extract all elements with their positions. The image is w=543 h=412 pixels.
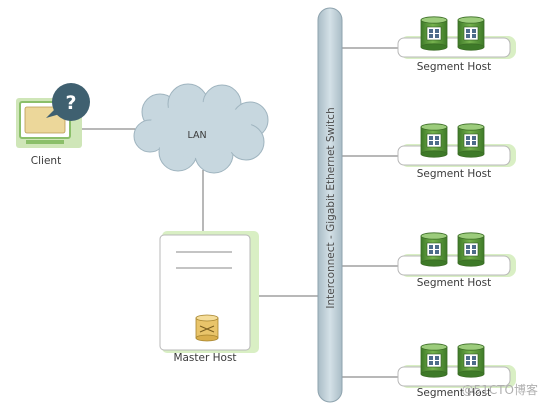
disk-icon	[420, 123, 448, 158]
master-host: Master Host	[159, 231, 259, 364]
svg-text:?: ?	[65, 92, 76, 114]
segment-host: Segment Host	[397, 343, 516, 399]
segment-host: Segment Host	[397, 123, 516, 180]
lan-cloud: LAN	[133, 83, 269, 174]
segment-host: Segment Host	[397, 16, 516, 73]
disk-icon	[420, 232, 448, 267]
disk-icon	[420, 16, 448, 51]
database-icon	[195, 314, 219, 342]
disk-icon	[420, 343, 448, 378]
segment-host-label: Segment Host	[417, 61, 492, 73]
question-bubble-icon: ?	[46, 83, 90, 121]
switch-label: Interconnect - Gigabit Ethernet Switch	[325, 107, 337, 308]
disk-icon	[457, 343, 485, 378]
segment-host-label: Segment Host	[417, 168, 492, 180]
lan-label: LAN	[187, 130, 206, 141]
interconnect-switch: Interconnect - Gigabit Ethernet Switch	[317, 7, 343, 403]
connections	[80, 47, 400, 378]
segment-host-label: Segment Host	[417, 387, 492, 399]
client-node: ? Client	[16, 83, 90, 167]
client-label: Client	[31, 155, 61, 167]
disk-icon	[457, 232, 485, 267]
disk-icon	[457, 16, 485, 51]
watermark: @51CTO博客	[462, 382, 538, 397]
segment-host-label: Segment Host	[417, 277, 492, 289]
master-label: Master Host	[173, 352, 236, 364]
cloud-icon	[133, 83, 269, 174]
disk-icon	[457, 123, 485, 158]
segment-host: Segment Host	[397, 232, 516, 289]
